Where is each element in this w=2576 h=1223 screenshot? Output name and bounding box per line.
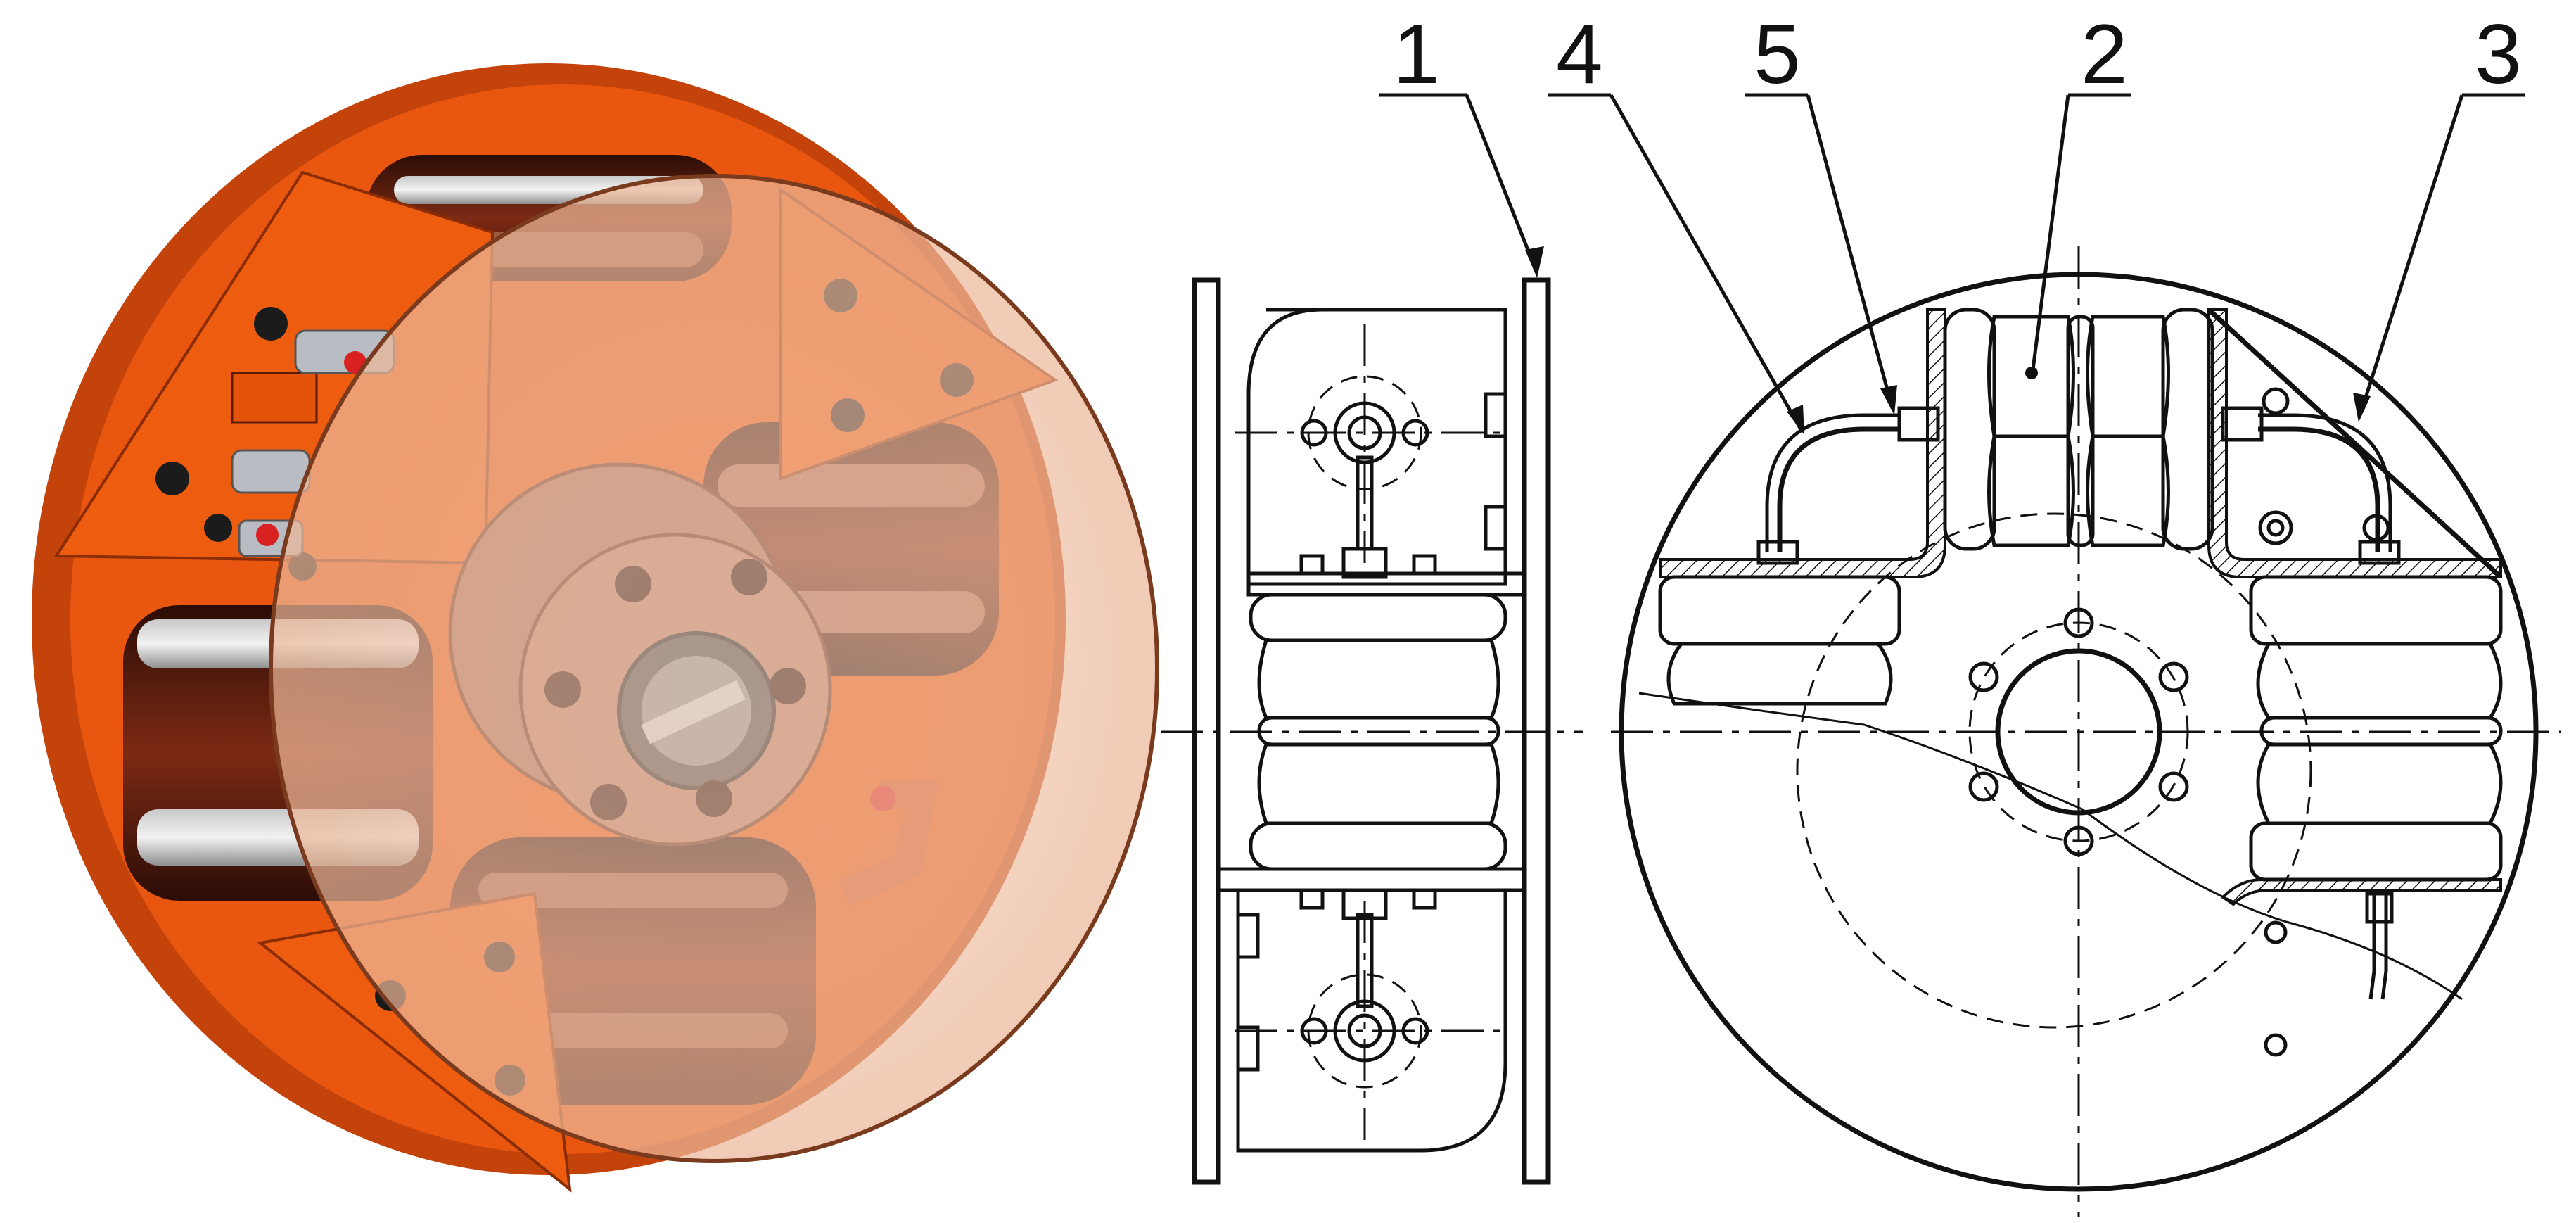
svg-text:3: 3	[2475, 7, 2522, 101]
callout-5: 5	[1745, 7, 1897, 415]
side-view-drawing	[1161, 277, 1583, 1185]
left-air-spring	[1658, 575, 1901, 706]
transparent-cover	[269, 174, 1159, 1163]
top-air-spring	[1943, 308, 2214, 551]
hub-bore	[1995, 648, 2162, 816]
air-lines	[1756, 406, 2401, 1000]
isometric-render	[32, 63, 1159, 1193]
svg-text:2: 2	[2081, 7, 2128, 101]
hub-bolt-holes	[1968, 607, 2189, 856]
callouts: 1 4 5 2 3	[1379, 7, 2525, 435]
svg-text:1: 1	[1393, 7, 1440, 101]
side-air-spring	[1257, 638, 1500, 720]
svg-text:4: 4	[1556, 7, 1603, 101]
right-air-spring	[2249, 575, 2503, 882]
callout-4: 4	[1548, 7, 1804, 435]
mounting-holes	[2258, 387, 2390, 1057]
callout-2: 2	[2031, 7, 2131, 370]
svg-text:5: 5	[1754, 7, 1801, 101]
section-view-drawing	[1611, 246, 2561, 1217]
bracket-section-bottom	[2220, 878, 2502, 906]
callout-1: 1	[1379, 7, 1544, 278]
bracket-section-left	[1659, 308, 1946, 578]
callout-3: 3	[2353, 7, 2525, 422]
